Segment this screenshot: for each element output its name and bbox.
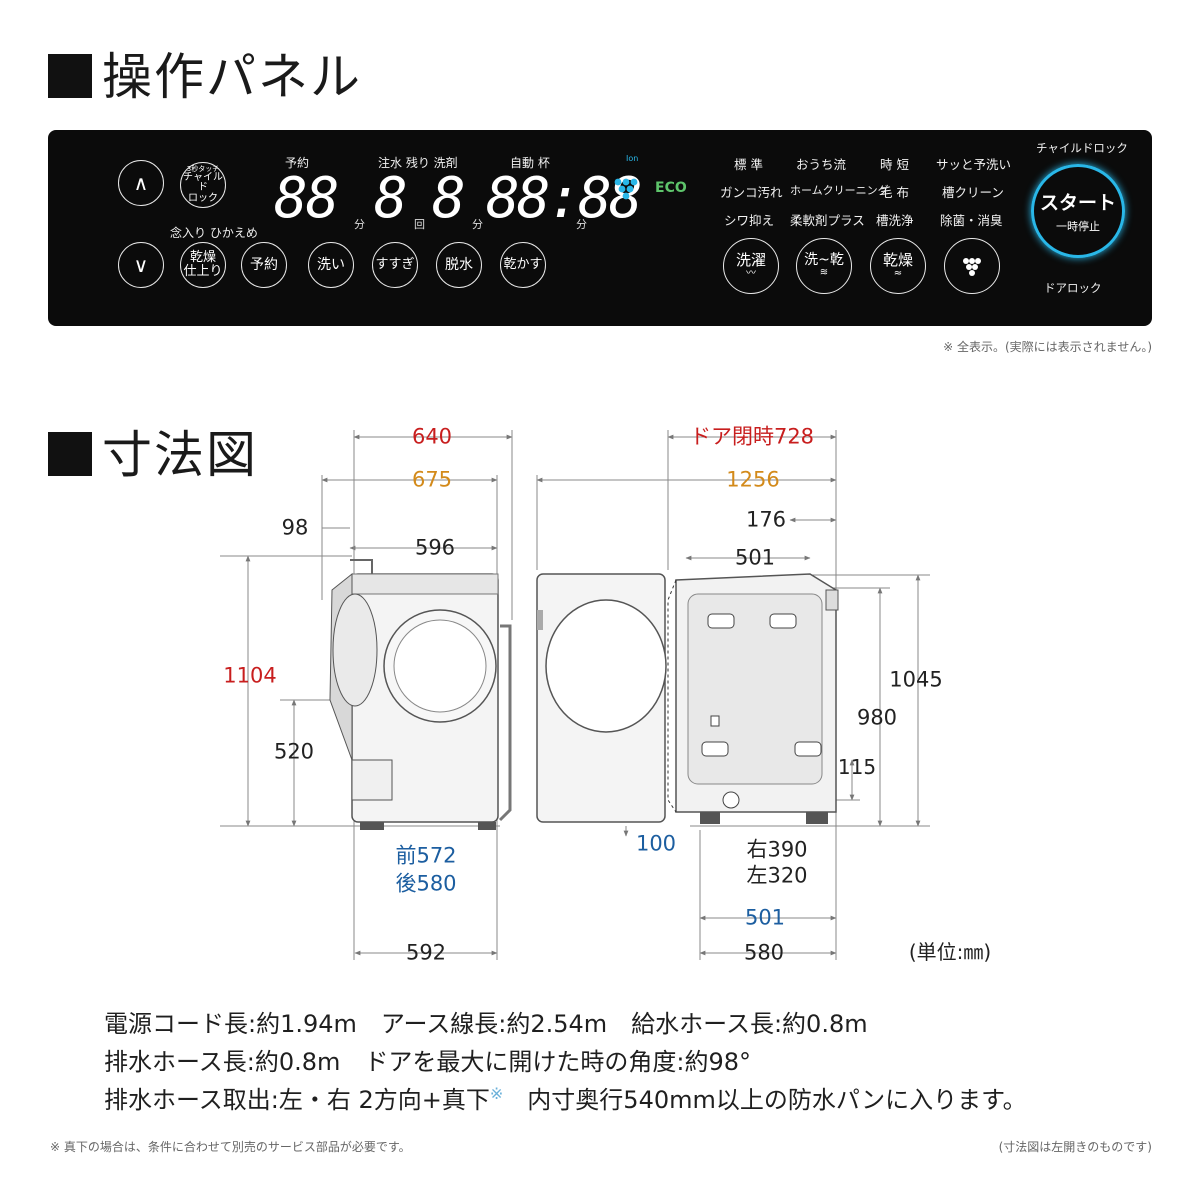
unit-fun-1: 分	[354, 218, 365, 231]
course-junanzai-plus[interactable]: 柔軟剤プラス	[790, 213, 865, 228]
side-view-door	[536, 573, 667, 823]
dim-1104: 1104	[223, 663, 277, 688]
door-lock-label: ドアロック	[1044, 281, 1102, 295]
square-bullet-icon	[48, 54, 92, 98]
square-bullet-icon	[48, 432, 92, 476]
rinse-button[interactable]: すすぎ	[372, 242, 418, 288]
mode-wash-button[interactable]: 洗濯 〰	[723, 238, 779, 294]
mode-wash-dry-button[interactable]: 洗~乾 ≋	[796, 238, 852, 294]
dim-100: 100	[635, 831, 677, 856]
grape-icon	[963, 258, 981, 276]
child-lock-button[interactable]: 3秒タッチ チャイルド ロック	[180, 162, 226, 208]
unit-fun-2: 分	[472, 218, 483, 231]
dim-right-390: 右390	[746, 837, 808, 862]
spin-button[interactable]: 脱水	[436, 242, 482, 288]
heat-icon: ≈	[893, 267, 903, 279]
dim-592: 592	[405, 940, 447, 965]
dim-596: 596	[414, 535, 456, 560]
display-label-chusui: 注水 残り 洗剤	[378, 156, 458, 170]
unit-kai: 回	[414, 218, 425, 231]
dry-button[interactable]: 乾かす	[500, 242, 546, 288]
dim-1256: 1256	[726, 467, 780, 492]
side-view-machine	[667, 573, 839, 824]
yoyaku-button[interactable]: 予約	[241, 242, 287, 288]
dim-left-320: 左320	[746, 863, 808, 888]
footnote-left: ※ 真下の場合は、条件に合わせて別売のサービス部品が必要です。	[50, 1140, 411, 1154]
dim-rear-580: 後580	[395, 871, 457, 896]
course-mofu[interactable]: 毛 布	[880, 185, 909, 200]
display-digits-3: 8	[432, 166, 466, 231]
display-digits-2: 8	[374, 166, 408, 231]
spec-line-2: 排水ホース長:約0.8m ドアを最大に開けた時の角度:約98°	[104, 1048, 752, 1076]
unit-fun-3: 分	[576, 218, 587, 231]
course-shiwaosae[interactable]: シワ抑え	[724, 213, 775, 228]
wash-button[interactable]: 洗い	[308, 242, 354, 288]
mode-dry-button[interactable]: 乾燥 ≈	[870, 238, 926, 294]
spec-line-1: 電源コード長:約1.94m アース線長:約2.54m 給水ホース長:約0.8m	[104, 1010, 868, 1038]
dim-front-572: 前572	[395, 843, 457, 868]
dim-640: 640	[411, 424, 453, 449]
display-label-yoyaku: 予約	[285, 156, 310, 170]
eco-label: ECO	[655, 180, 687, 196]
course-home-cleaning[interactable]: ホームクリーニング	[790, 184, 889, 197]
ion-button[interactable]	[944, 238, 1000, 294]
course-jitan[interactable]: 時 短	[880, 157, 909, 172]
dim-1045: 1045	[889, 667, 943, 692]
unit-label: (単位:㎜)	[908, 940, 992, 964]
plasmacluster-ion-icon	[614, 178, 638, 200]
dry-finish-button[interactable]: 乾燥 仕上り	[180, 242, 226, 288]
course-gankoyogore[interactable]: ガンコ汚れ	[720, 185, 783, 200]
course-jokin-shoshu[interactable]: 除菌・消臭	[940, 213, 1003, 228]
ion-label: Ion	[626, 154, 639, 163]
control-panel: ∧ ∨ 3秒タッチ チャイルド ロック 念入り ひかえめ 乾燥 仕上り 予約 洗…	[48, 130, 1152, 326]
wave-icon: 〰	[746, 267, 756, 279]
down-button[interactable]: ∨	[118, 242, 164, 288]
course-ouchi[interactable]: おうち流	[796, 157, 847, 172]
dim-115: 115	[837, 755, 877, 779]
dim-501-bottom: 501	[744, 905, 786, 930]
section-title-panel: 操作パネル	[48, 52, 362, 102]
front-view-machine	[329, 559, 512, 830]
course-sou-clean[interactable]: 槽クリーン	[942, 185, 1004, 200]
dim-980: 980	[856, 705, 898, 730]
course-hyojun[interactable]: 標 準	[734, 157, 763, 172]
wave-heat-icon: ≋	[819, 267, 829, 279]
panel-footnote: ※ 全表示。(実際には表示されません。)	[943, 340, 1152, 354]
up-button[interactable]: ∧	[118, 160, 164, 206]
dim-501-top: 501	[734, 545, 776, 570]
dim-675: 675	[411, 467, 453, 492]
course-sousenjo[interactable]: 槽洗浄	[876, 213, 914, 228]
spec-line-3: 排水ホース取出:左・右 2方向+真下※ 内寸奥行540mm以上の防水パンに入りま…	[104, 1084, 1027, 1114]
dim-door-closed-728: ドア閉時728	[689, 424, 815, 449]
display-digits-4: 88:88	[486, 166, 643, 231]
display-digits-1: 88	[274, 166, 339, 231]
start-pause-button[interactable]: スタート 一時停止	[1031, 164, 1125, 258]
section-title-dimensions: 寸法図	[48, 430, 258, 480]
display-label-jido: 自動 杯	[510, 156, 550, 170]
dim-580: 580	[743, 940, 785, 965]
nenri-hikaeme-label: 念入り ひかえめ	[170, 226, 258, 240]
child-lock-label: チャイルドロック	[1036, 141, 1128, 155]
dim-176: 176	[745, 507, 787, 532]
dim-520: 520	[273, 739, 315, 764]
footnote-right: (寸法図は左開きのものです)	[998, 1140, 1152, 1154]
course-sattoyoarai[interactable]: サッと予洗い	[936, 157, 1012, 172]
dim-98: 98	[281, 515, 309, 540]
